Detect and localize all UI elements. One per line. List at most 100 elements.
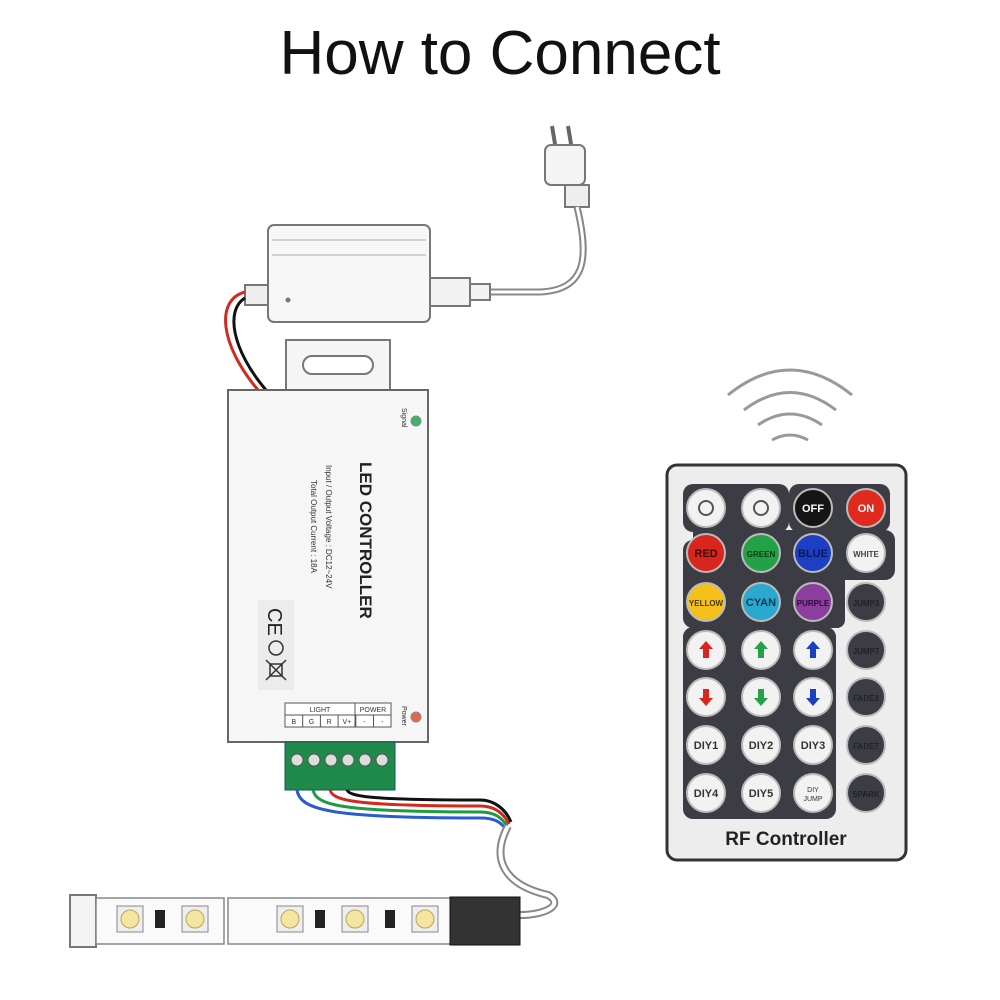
remote-button-blue-up-arrow-icon[interactable]	[793, 630, 833, 670]
remote-button-label: DIY4	[694, 788, 719, 800]
remote-button-diy5[interactable]: DIY5	[741, 773, 781, 813]
remote-button-fade7[interactable]: FADE7	[846, 725, 886, 765]
remote-button-green-down-arrow-icon[interactable]	[741, 677, 781, 717]
remote-label: RF Controller	[725, 829, 847, 850]
remote-button-label: DIY2	[749, 740, 773, 752]
remote-button-brightness-down-icon[interactable]	[741, 488, 781, 528]
remote-button-blue-down-arrow-icon[interactable]	[793, 677, 833, 717]
remote-button-diy-jump[interactable]: DIY JUMP	[793, 773, 833, 813]
terminal-screw	[358, 753, 372, 767]
power-adapter	[244, 224, 491, 323]
led-diode	[415, 909, 435, 929]
controller-current-spec: Total Output Current : 18A	[309, 480, 318, 574]
wire-red	[328, 789, 511, 825]
brightness-down-icon	[753, 500, 769, 516]
wireless-signal-icon	[727, 368, 853, 442]
rf-remote: OFF ON RED GREEN BLUE WHITE YELLOW CYAN PURPLE JU…	[665, 463, 908, 862]
remote-button-purple[interactable]: PURPLE	[793, 582, 833, 622]
certification-icon	[268, 640, 284, 656]
remote-button-label: OFF	[802, 503, 824, 515]
terminal-screw	[290, 753, 304, 767]
terminal-label: -	[381, 719, 384, 726]
dc-wire-black	[232, 296, 268, 391]
remote-button-label: DIY1	[694, 740, 718, 752]
remote-button-label: BLUE	[798, 548, 828, 560]
weee-bin-icon	[265, 659, 287, 681]
remote-button-label: DIY3	[801, 740, 825, 752]
remote-button-label: FADE7	[853, 742, 879, 751]
led-diode	[185, 909, 205, 929]
terminal-block	[284, 741, 396, 791]
remote-button-label: CYAN	[746, 597, 776, 609]
remote-button-on[interactable]: ON	[846, 488, 886, 528]
terminal-screw	[307, 753, 321, 767]
resistor	[385, 910, 395, 928]
led-diode	[345, 909, 365, 929]
wire-black	[345, 789, 513, 823]
power-plug	[544, 125, 590, 208]
remote-button-red-down-arrow-icon[interactable]	[686, 677, 726, 717]
terminal-label: G	[309, 719, 314, 726]
terminal-screw	[324, 753, 338, 767]
remote-button-label: JUMP	[803, 796, 822, 803]
remote-button-jump7[interactable]: JUMP7	[846, 630, 886, 670]
remote-button-label: GREEN	[747, 550, 776, 559]
remote-button-blue[interactable]: BLUE	[793, 533, 833, 573]
remote-button-red[interactable]: RED	[686, 533, 726, 573]
remote-button-label: JUMP7	[853, 647, 880, 656]
remote-button-label: JUMP3	[853, 599, 880, 608]
controller-name: LED CONTROLLER	[356, 462, 375, 619]
page-title: How to Connect	[279, 19, 721, 88]
output-wires	[295, 789, 513, 829]
remote-button-label: DIY5	[749, 788, 773, 800]
remote-button-label: DIY	[807, 787, 819, 794]
wire-green	[311, 789, 509, 827]
remote-button-red-up-arrow-icon[interactable]	[686, 630, 726, 670]
blue-down-arrow-icon	[806, 689, 820, 706]
led-strip	[69, 894, 521, 948]
remote-button-yellow[interactable]: YELLOW	[686, 582, 726, 622]
remote-button-green-up-arrow-icon[interactable]	[741, 630, 781, 670]
remote-button-label: RED	[694, 548, 717, 560]
signal-label: Signal	[400, 408, 407, 428]
remote-button-label: ON	[858, 503, 875, 515]
ac-cable	[490, 206, 587, 296]
wire-blue	[295, 789, 507, 829]
remote-button-cyan[interactable]: CYAN	[741, 582, 781, 622]
controller-voltage-spec: Input / Output Voltage : DC12~24V	[324, 465, 333, 589]
remote-button-jump3[interactable]: JUMP3	[846, 582, 886, 622]
remote-button-diy2[interactable]: DIY2	[741, 725, 781, 765]
remote-button-green[interactable]: GREEN	[741, 533, 781, 573]
terminal-header-light: LIGHT	[310, 707, 331, 714]
terminal-label: V+	[343, 719, 352, 726]
resistor	[155, 910, 165, 928]
dc-wire-red	[224, 290, 260, 391]
green-down-arrow-icon	[754, 689, 768, 706]
remote-button-off[interactable]: OFF	[793, 488, 833, 528]
signal-led-icon	[410, 415, 422, 427]
red-down-arrow-icon	[699, 689, 713, 706]
terminal-screw	[341, 753, 355, 767]
ce-mark-icon: CE	[263, 608, 285, 636]
remote-button-fade3[interactable]: FADE3	[846, 677, 886, 717]
resistor	[315, 910, 325, 928]
remote-button-label: FADE3	[853, 694, 879, 703]
led-diode	[280, 909, 300, 929]
remote-button-white[interactable]: WHITE	[846, 533, 886, 573]
remote-button-spark[interactable]: SPARK	[846, 773, 886, 813]
led-diode	[120, 909, 140, 929]
remote-button-diy4[interactable]: DIY4	[686, 773, 726, 813]
terminal-header-power: POWER	[360, 707, 386, 714]
remote-button-diy3[interactable]: DIY3	[793, 725, 833, 765]
remote-button-diy1[interactable]: DIY1	[686, 725, 726, 765]
remote-button-brightness-up-icon[interactable]	[686, 488, 726, 528]
remote-button-label: SPARK	[852, 790, 880, 799]
terminal-screw	[375, 753, 389, 767]
led-controller: Signal Power LED CONTROLLER Input / Outp…	[227, 389, 429, 743]
terminal-label: B	[291, 719, 296, 726]
red-up-arrow-icon	[699, 641, 713, 658]
remote-button-label: WHITE	[853, 550, 879, 559]
